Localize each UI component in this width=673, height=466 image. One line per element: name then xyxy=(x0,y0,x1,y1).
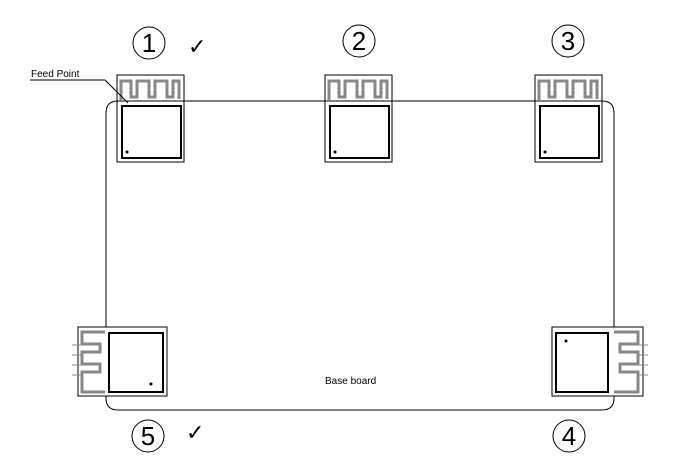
position-marker-4: 4 xyxy=(552,419,586,453)
svg-text:3: 3 xyxy=(561,26,575,56)
check-icon: ✓ xyxy=(186,420,204,445)
check-icon: ✓ xyxy=(188,34,206,59)
module-2 xyxy=(323,73,394,164)
base-board-label: Base board xyxy=(325,376,376,387)
feed-point-leader xyxy=(30,79,129,104)
position-marker-1: 1 xyxy=(132,26,166,60)
svg-text:1: 1 xyxy=(142,28,156,58)
base-board-outline xyxy=(105,100,615,411)
position-marker-3: 3 xyxy=(551,24,585,58)
module-1 xyxy=(115,73,186,164)
module-3 xyxy=(533,73,604,164)
svg-text:4: 4 xyxy=(562,421,576,451)
module-4 xyxy=(551,326,648,397)
svg-text:5: 5 xyxy=(141,421,155,451)
feed-point-label: Feed Point xyxy=(31,69,80,80)
module-5 xyxy=(72,326,168,397)
position-marker-5: 5 xyxy=(131,419,165,453)
svg-text:2: 2 xyxy=(352,26,366,56)
position-marker-2: 2 xyxy=(342,24,376,58)
